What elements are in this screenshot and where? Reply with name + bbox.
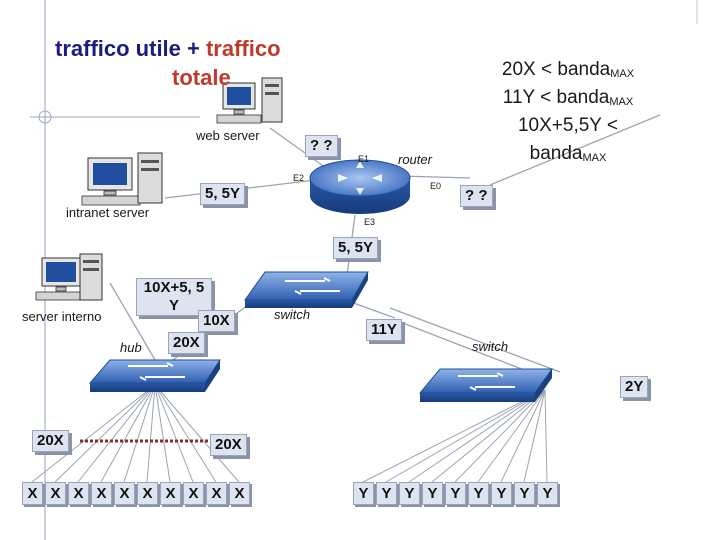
link-11y-switch2 [394, 319, 546, 379]
port-e0-label: E0 [430, 181, 442, 191]
switch-link-11y: 11Y [366, 319, 402, 341]
y-leaf[interactable]: Y [491, 482, 512, 505]
switch-right-icon[interactable] [418, 368, 553, 402]
link-e0-out [489, 114, 661, 186]
x-leaf[interactable]: X [183, 482, 204, 505]
constraint-line-4: bandaMAX [529, 143, 607, 164]
bandwidth-constraints: 20X < bandaMAX 11Y < bandaMAX 10X+5,5Y <… [458, 58, 678, 170]
interno-link-value-line1: 10X+5, 5 [143, 279, 205, 296]
x-leaf[interactable]: X [229, 482, 250, 505]
constraint-line-3: 10X+5,5Y < [517, 115, 619, 136]
switch-top-label: switch [274, 307, 311, 322]
link-interno-hub [109, 282, 159, 366]
y-leaf[interactable]: Y [468, 482, 489, 505]
switch-right-label: switch [472, 339, 509, 354]
e0-link-value: ? ? [460, 185, 493, 207]
hub-icon[interactable] [88, 359, 221, 392]
x-leaf[interactable]: X [114, 482, 135, 505]
x-leaf[interactable]: X [91, 482, 112, 505]
x-leaf[interactable]: X [68, 482, 89, 505]
y-leaf[interactable]: Y [353, 482, 374, 505]
port-e2-label: E2 [293, 173, 305, 183]
x-leaf[interactable]: X [160, 482, 181, 505]
constraint-line-2: 11Y < bandaMAX [502, 87, 634, 108]
x-leaf[interactable]: X [137, 482, 158, 505]
interno-link-value-line2: Y [168, 297, 179, 314]
hub-leaf-right-20x: 20X [210, 434, 247, 456]
intranet-server-label: intranet server [66, 205, 150, 220]
y-leaf[interactable]: Y [422, 482, 443, 505]
intranet-server-computer-icon[interactable] [81, 152, 163, 206]
title-part-useful: traffico utile + [55, 36, 206, 61]
switch-top-icon[interactable] [244, 271, 369, 308]
router-label: router [398, 152, 432, 167]
switch-fanout [362, 389, 548, 483]
web-server-label: web server [196, 128, 260, 143]
y-leaf[interactable]: Y [514, 482, 535, 505]
switch-link-2y: 2Y [620, 376, 649, 398]
hub-link-10x: 10X [198, 310, 235, 332]
port-e3-label: E3 [364, 217, 376, 227]
e3-link-value: 5, 5Y [333, 237, 379, 259]
title-part-total: traffico [205, 36, 281, 61]
hub-fanout [31, 384, 240, 483]
constraint-line-1: 20X < bandaMAX [501, 59, 635, 80]
slide-title: traffico utile + traffico [55, 36, 281, 62]
x-leaf[interactable]: X [22, 482, 43, 505]
intranet-link-value: 5, 5Y [200, 183, 246, 205]
x-leaf[interactable]: X [206, 482, 227, 505]
port-e1-label: E1 [358, 154, 370, 164]
slide-title-line2: totale [172, 65, 231, 90]
y-leaf[interactable]: Y [537, 482, 558, 505]
y-leaf[interactable]: Y [399, 482, 420, 505]
y-leaf[interactable]: Y [445, 482, 466, 505]
link-router-e0 [399, 175, 471, 179]
web-link-value: ? ? [305, 135, 338, 157]
web-server-computer-icon[interactable] [216, 77, 283, 124]
y-leaf[interactable]: Y [376, 482, 397, 505]
router-icon[interactable] [309, 159, 411, 214]
link-switch-switch2 [389, 307, 561, 373]
hub-label: hub [120, 340, 142, 355]
x-leaf[interactable]: X [45, 482, 66, 505]
hub-link-20x: 20X [168, 332, 205, 354]
server-interno-label: server interno [22, 309, 102, 324]
hub-leaf-left-20x: 20X [32, 430, 69, 452]
server-interno-computer-icon[interactable] [35, 253, 103, 301]
